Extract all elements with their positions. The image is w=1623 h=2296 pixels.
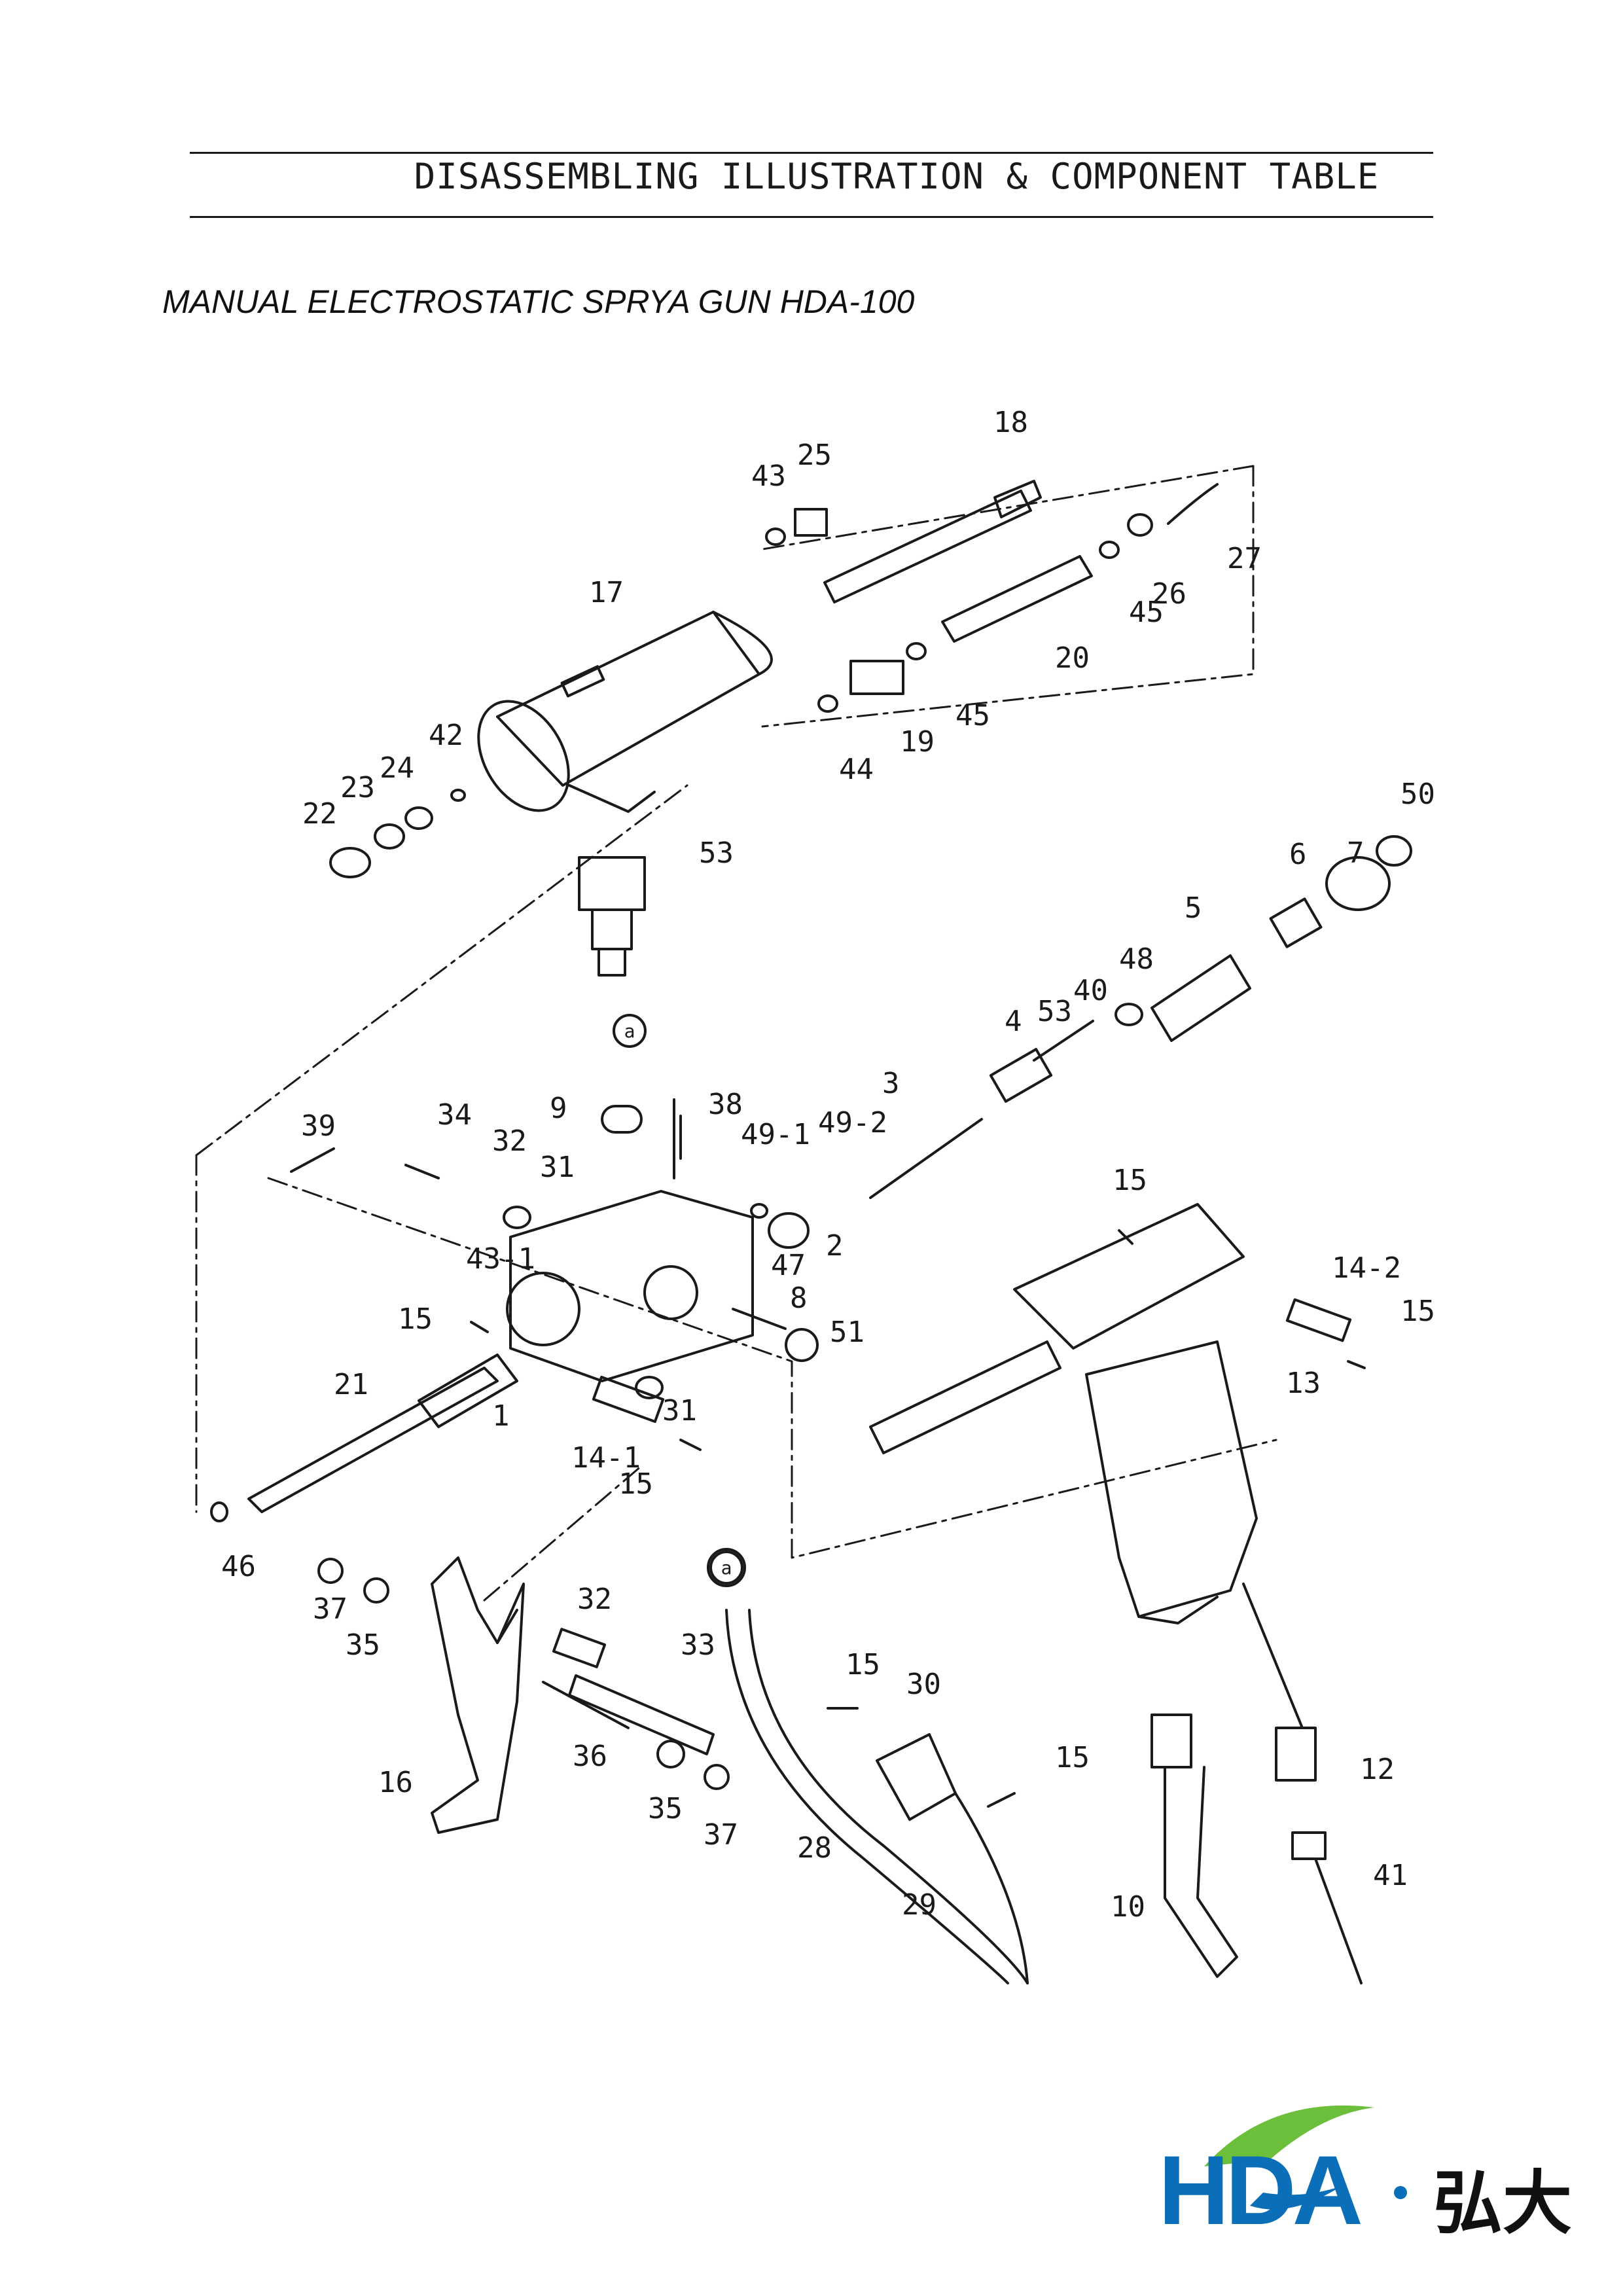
callout-51: 51 <box>830 1316 865 1349</box>
callout-22: 22 <box>302 797 337 831</box>
callout-2: 2 <box>826 1229 844 1263</box>
callout-15: 15 <box>1055 1741 1090 1774</box>
header-rule-bottom <box>190 216 1433 218</box>
callout-45: 45 <box>955 699 990 732</box>
callout-33: 33 <box>681 1628 715 1662</box>
callout-32: 32 <box>492 1124 527 1158</box>
callout-18: 18 <box>993 406 1028 439</box>
electrode-rods <box>765 480 1219 713</box>
callout-48: 48 <box>1119 942 1154 976</box>
part-14-2-pin <box>1285 1298 1352 1342</box>
part-14-1-pin <box>592 1375 665 1424</box>
callout-15: 15 <box>846 1648 880 1681</box>
callout-44: 44 <box>839 753 874 786</box>
callout-6: 6 <box>1289 838 1307 871</box>
connector-marker-1: a <box>624 1020 635 1042</box>
callout-35: 35 <box>346 1628 380 1662</box>
callout-37: 37 <box>313 1592 348 1626</box>
callout-17: 17 <box>589 576 624 609</box>
part-53-fitting <box>578 856 646 977</box>
callout-13: 13 <box>1286 1367 1321 1400</box>
callout-7: 7 <box>1347 836 1364 870</box>
logo-swoosh-icon <box>1204 2105 1407 2210</box>
part-10-cable-connector <box>1150 1583 1363 1984</box>
brand-logo: HDA 弘大 <box>1152 2088 1610 2258</box>
callout-5: 5 <box>1185 891 1202 925</box>
part-13-handle <box>869 1203 1258 1624</box>
callout-32: 32 <box>577 1583 612 1616</box>
callout-23: 23 <box>340 771 375 804</box>
callout-45: 45 <box>1129 596 1164 629</box>
header-title: DISASSEMBLING ILLUSTRATION & COMPONENT T… <box>414 156 1380 197</box>
barrel-internal-parts <box>750 835 1412 1249</box>
part-28-hose <box>707 1548 1029 1984</box>
callout-10: 10 <box>1111 1890 1145 1924</box>
trigger-pins <box>317 1558 730 1790</box>
header-rule-top <box>190 152 1433 154</box>
callout-1: 1 <box>492 1399 510 1433</box>
callout-39: 39 <box>301 1109 336 1143</box>
callout-21: 21 <box>334 1368 368 1401</box>
connector-marker-2: a <box>721 1557 732 1579</box>
callout-34: 34 <box>437 1098 472 1132</box>
callout-27: 27 <box>1227 542 1262 575</box>
callout-43: 43 <box>751 459 786 493</box>
callout-15: 15 <box>398 1302 433 1336</box>
callout-28: 28 <box>797 1831 832 1865</box>
callout-47: 47 <box>771 1249 806 1282</box>
callout-16: 16 <box>378 1766 413 1799</box>
assembly-guide-lines <box>195 465 1277 1602</box>
callout-53: 53 <box>1037 995 1072 1028</box>
part-1-gun-body-block <box>503 1098 754 1399</box>
callout-50: 50 <box>1400 778 1435 811</box>
callout-43-1: 43-1 <box>466 1242 535 1276</box>
screws-and-fasteners <box>290 1115 1366 1808</box>
callout-9: 9 <box>550 1092 567 1125</box>
logo-latin-text: HDA <box>1158 2135 1363 2245</box>
callout-labels: 1843251727264520454419422423225350765484… <box>221 406 1435 1924</box>
callout-29: 29 <box>902 1888 936 1922</box>
callout-3: 3 <box>882 1067 900 1100</box>
callout-36: 36 <box>573 1740 607 1773</box>
callout-46: 46 <box>221 1550 256 1583</box>
callout-14-1: 14-1 <box>571 1441 641 1475</box>
document-title: MANUAL ELECTROSTATIC SPRYA GUN HDA-100 <box>162 283 915 320</box>
callout-30: 30 <box>906 1668 941 1701</box>
callout-35: 35 <box>648 1792 683 1825</box>
callout-49-2: 49-2 <box>818 1106 887 1139</box>
callout-14-2: 14-2 <box>1332 1251 1401 1285</box>
callout-20: 20 <box>1055 641 1090 675</box>
callout-31: 31 <box>662 1394 697 1427</box>
part-17-spray-head <box>477 611 773 813</box>
callout-49-1: 49-1 <box>741 1118 810 1151</box>
callout-41: 41 <box>1373 1859 1408 1892</box>
callout-25: 25 <box>797 439 832 472</box>
nozzle-assembly <box>329 789 466 878</box>
callout-53: 53 <box>699 836 734 870</box>
callout-8: 8 <box>790 1282 808 1315</box>
callout-40: 40 <box>1073 974 1108 1007</box>
callout-42: 42 <box>429 719 463 752</box>
callout-26: 26 <box>1152 577 1186 611</box>
callout-4: 4 <box>1005 1005 1022 1038</box>
callout-31: 31 <box>540 1151 575 1184</box>
connector-markers: a a <box>613 1014 743 1585</box>
part-21-needle <box>210 1354 518 1522</box>
callout-37: 37 <box>704 1818 738 1852</box>
callout-15: 15 <box>1113 1164 1147 1197</box>
callout-15: 15 <box>1400 1295 1435 1328</box>
callout-24: 24 <box>380 751 414 785</box>
callout-15: 15 <box>618 1467 653 1501</box>
part-16-trigger <box>431 1556 525 1834</box>
callout-38: 38 <box>708 1088 743 1121</box>
callout-19: 19 <box>900 725 935 759</box>
callout-12: 12 <box>1360 1753 1395 1786</box>
logo-cjk-text: 弘大 <box>1433 2163 1572 2244</box>
